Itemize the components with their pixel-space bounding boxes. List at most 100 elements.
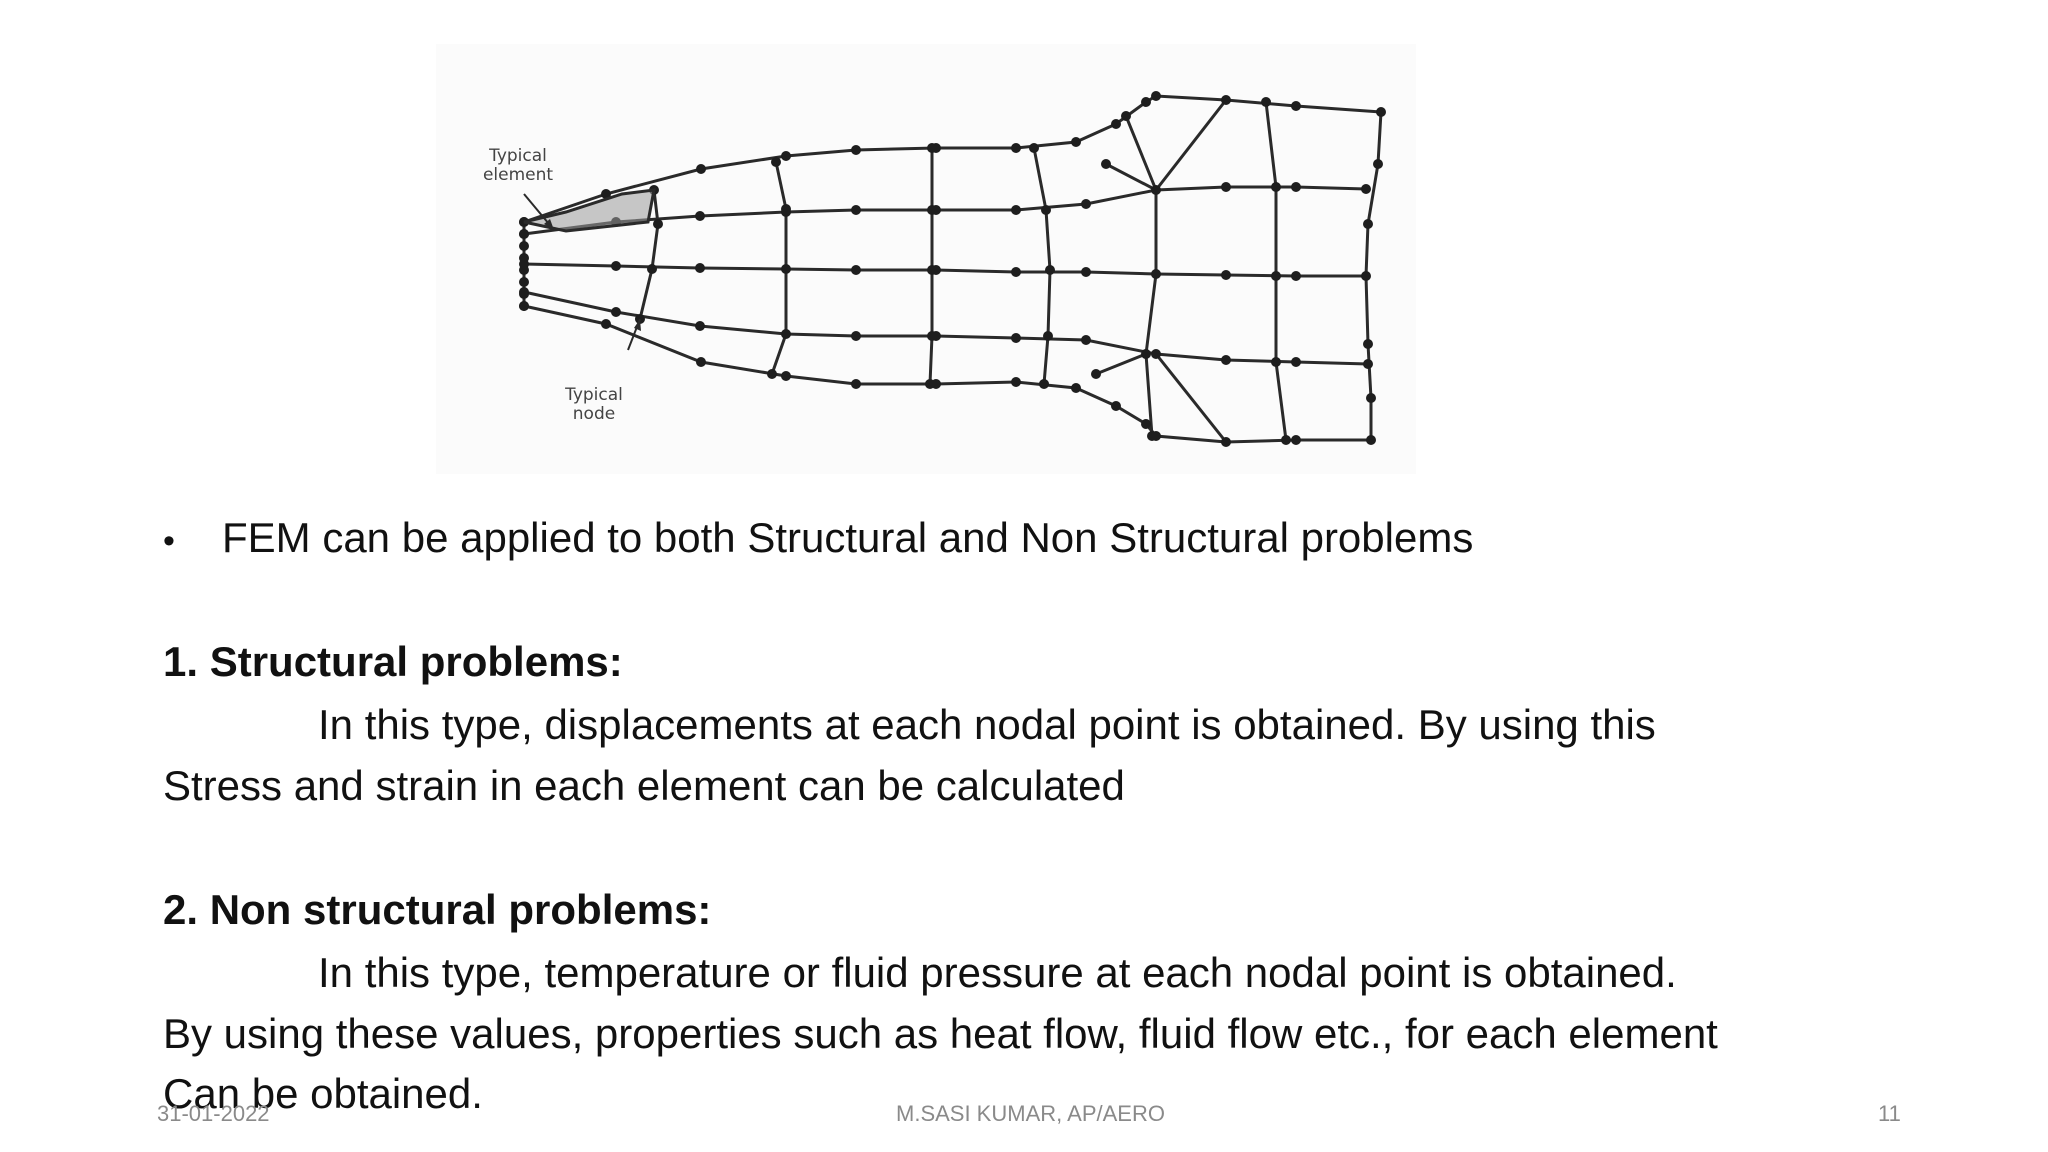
mesh-node-39 bbox=[1011, 205, 1021, 215]
mesh-node-89 bbox=[1271, 182, 1281, 192]
mesh-node-22 bbox=[1111, 401, 1121, 411]
mesh-line-14 bbox=[1154, 353, 1228, 443]
mesh-node-left-4 bbox=[519, 265, 529, 275]
mesh-node-44 bbox=[1361, 184, 1371, 194]
mesh-node-79 bbox=[925, 379, 935, 389]
section2-heading: 2. Non structural problems: bbox=[163, 886, 712, 933]
mesh-node-72 bbox=[771, 157, 781, 167]
mesh-node-left-1 bbox=[519, 229, 529, 239]
mesh-node-26 bbox=[1291, 435, 1301, 445]
mesh-diagram bbox=[436, 44, 1416, 474]
typical-node-label: Typical node bbox=[544, 386, 644, 424]
mesh-node-64 bbox=[1151, 349, 1161, 359]
mesh-node-30 bbox=[1361, 271, 1371, 281]
section1-line1: In this type, displacements at each noda… bbox=[318, 701, 1656, 748]
mesh-node-48 bbox=[781, 264, 791, 274]
mesh-node-47 bbox=[695, 263, 705, 273]
mesh-node-53 bbox=[1151, 269, 1161, 279]
footer-page-number: 11 bbox=[1878, 1101, 1901, 1126]
mesh-node-62 bbox=[1011, 333, 1021, 343]
section1-line2: Stress and strain in each element can be… bbox=[163, 762, 1125, 809]
mesh-node-82 bbox=[1045, 265, 1055, 275]
typical-node-arrowhead bbox=[634, 319, 641, 331]
mesh-line-13 bbox=[1154, 99, 1228, 191]
mesh-node-58 bbox=[695, 321, 705, 331]
mesh-node-4 bbox=[851, 145, 861, 155]
mesh-node-90 bbox=[1271, 271, 1281, 281]
mesh-node-28 bbox=[1373, 159, 1383, 169]
mesh-node-93 bbox=[1101, 159, 1111, 169]
mesh-node-25 bbox=[1221, 437, 1231, 447]
mesh-node-84 bbox=[1039, 379, 1049, 389]
mesh-node-left-7 bbox=[519, 301, 529, 311]
mesh-node-13 bbox=[1376, 107, 1386, 117]
typical-element-label: Typical element bbox=[464, 147, 572, 185]
mesh-node-35 bbox=[695, 211, 705, 221]
mesh-node-12 bbox=[1291, 101, 1301, 111]
mesh-node-left-2 bbox=[519, 241, 529, 251]
mesh-node-40 bbox=[1081, 199, 1091, 209]
typical-element-label-line2: element bbox=[482, 165, 554, 185]
mesh-node-18 bbox=[851, 379, 861, 389]
mesh-node-11 bbox=[1221, 95, 1231, 105]
mesh-node-75 bbox=[927, 143, 937, 153]
mesh-node-1 bbox=[601, 189, 611, 199]
typical-node-label-line2: node bbox=[572, 404, 616, 424]
mesh-node-42 bbox=[1221, 182, 1231, 192]
typical-element-arrowhead bbox=[544, 219, 554, 230]
typical-element-shading bbox=[523, 188, 656, 233]
mesh-node-74 bbox=[767, 369, 777, 379]
section1-heading: 1. Structural problems: bbox=[163, 638, 623, 685]
mesh-node-29 bbox=[1363, 219, 1373, 229]
mesh-node-55 bbox=[1291, 271, 1301, 281]
mesh-node-83 bbox=[1043, 331, 1053, 341]
mesh-line-16 bbox=[1095, 352, 1147, 376]
mesh-node-94 bbox=[1091, 369, 1101, 379]
mesh-line-6 bbox=[523, 290, 1369, 366]
figure-background bbox=[436, 44, 1416, 474]
mesh-node-left-3 bbox=[519, 253, 529, 263]
mesh-node-31 bbox=[1363, 339, 1373, 349]
section2-line1: In this type, temperature or fluid press… bbox=[318, 949, 1677, 996]
mesh-node-17 bbox=[781, 371, 791, 381]
mesh-node-21 bbox=[1071, 383, 1081, 393]
mesh-line-5 bbox=[523, 262, 1366, 278]
mesh-node-67 bbox=[1363, 359, 1373, 369]
mesh-node-8 bbox=[1111, 119, 1121, 129]
mesh-node-49 bbox=[851, 265, 861, 275]
finite-element-mesh-figure: Typical element Typical node bbox=[436, 44, 1416, 474]
mesh-node-88 bbox=[1261, 97, 1271, 107]
mesh-node-69 bbox=[653, 219, 663, 229]
mesh-node-41 bbox=[1151, 185, 1161, 195]
mesh-node-86 bbox=[1141, 349, 1151, 359]
mesh-line-0 bbox=[523, 94, 1382, 224]
mesh-node-left-6 bbox=[519, 289, 529, 299]
mesh-node-81 bbox=[1041, 205, 1051, 215]
mesh-line-15 bbox=[1105, 162, 1157, 192]
mesh-node-7 bbox=[1071, 137, 1081, 147]
mesh-node-6 bbox=[1011, 143, 1021, 153]
mesh-node-66 bbox=[1291, 357, 1301, 367]
mesh-node-76 bbox=[927, 205, 937, 215]
mesh-node-23 bbox=[1141, 419, 1151, 429]
mesh-node-60 bbox=[851, 331, 861, 341]
mesh-node-32 bbox=[1366, 393, 1376, 403]
mesh-line-7 bbox=[638, 189, 660, 320]
mesh-node-10 bbox=[1151, 91, 1161, 101]
mesh-node-65 bbox=[1221, 355, 1231, 365]
section2-line3: Can be obtained. bbox=[163, 1070, 483, 1117]
bullet-text: FEM can be applied to both Structural an… bbox=[222, 514, 1474, 561]
mesh-node-20 bbox=[1011, 377, 1021, 387]
mesh-node-46 bbox=[611, 261, 621, 271]
footer-date: 31-01-2022 bbox=[157, 1101, 270, 1126]
mesh-node-91 bbox=[1271, 357, 1281, 367]
mesh-node-16 bbox=[696, 357, 706, 367]
mesh-node-52 bbox=[1081, 267, 1091, 277]
mesh-node-3 bbox=[781, 151, 791, 161]
mesh-node-15 bbox=[601, 319, 611, 329]
mesh-node-73 bbox=[781, 204, 791, 214]
mesh-node-92 bbox=[1281, 435, 1291, 445]
mesh-node-77 bbox=[927, 265, 937, 275]
section2-line2: By using these values, properties such a… bbox=[163, 1010, 1718, 1057]
mesh-node-37 bbox=[851, 205, 861, 215]
